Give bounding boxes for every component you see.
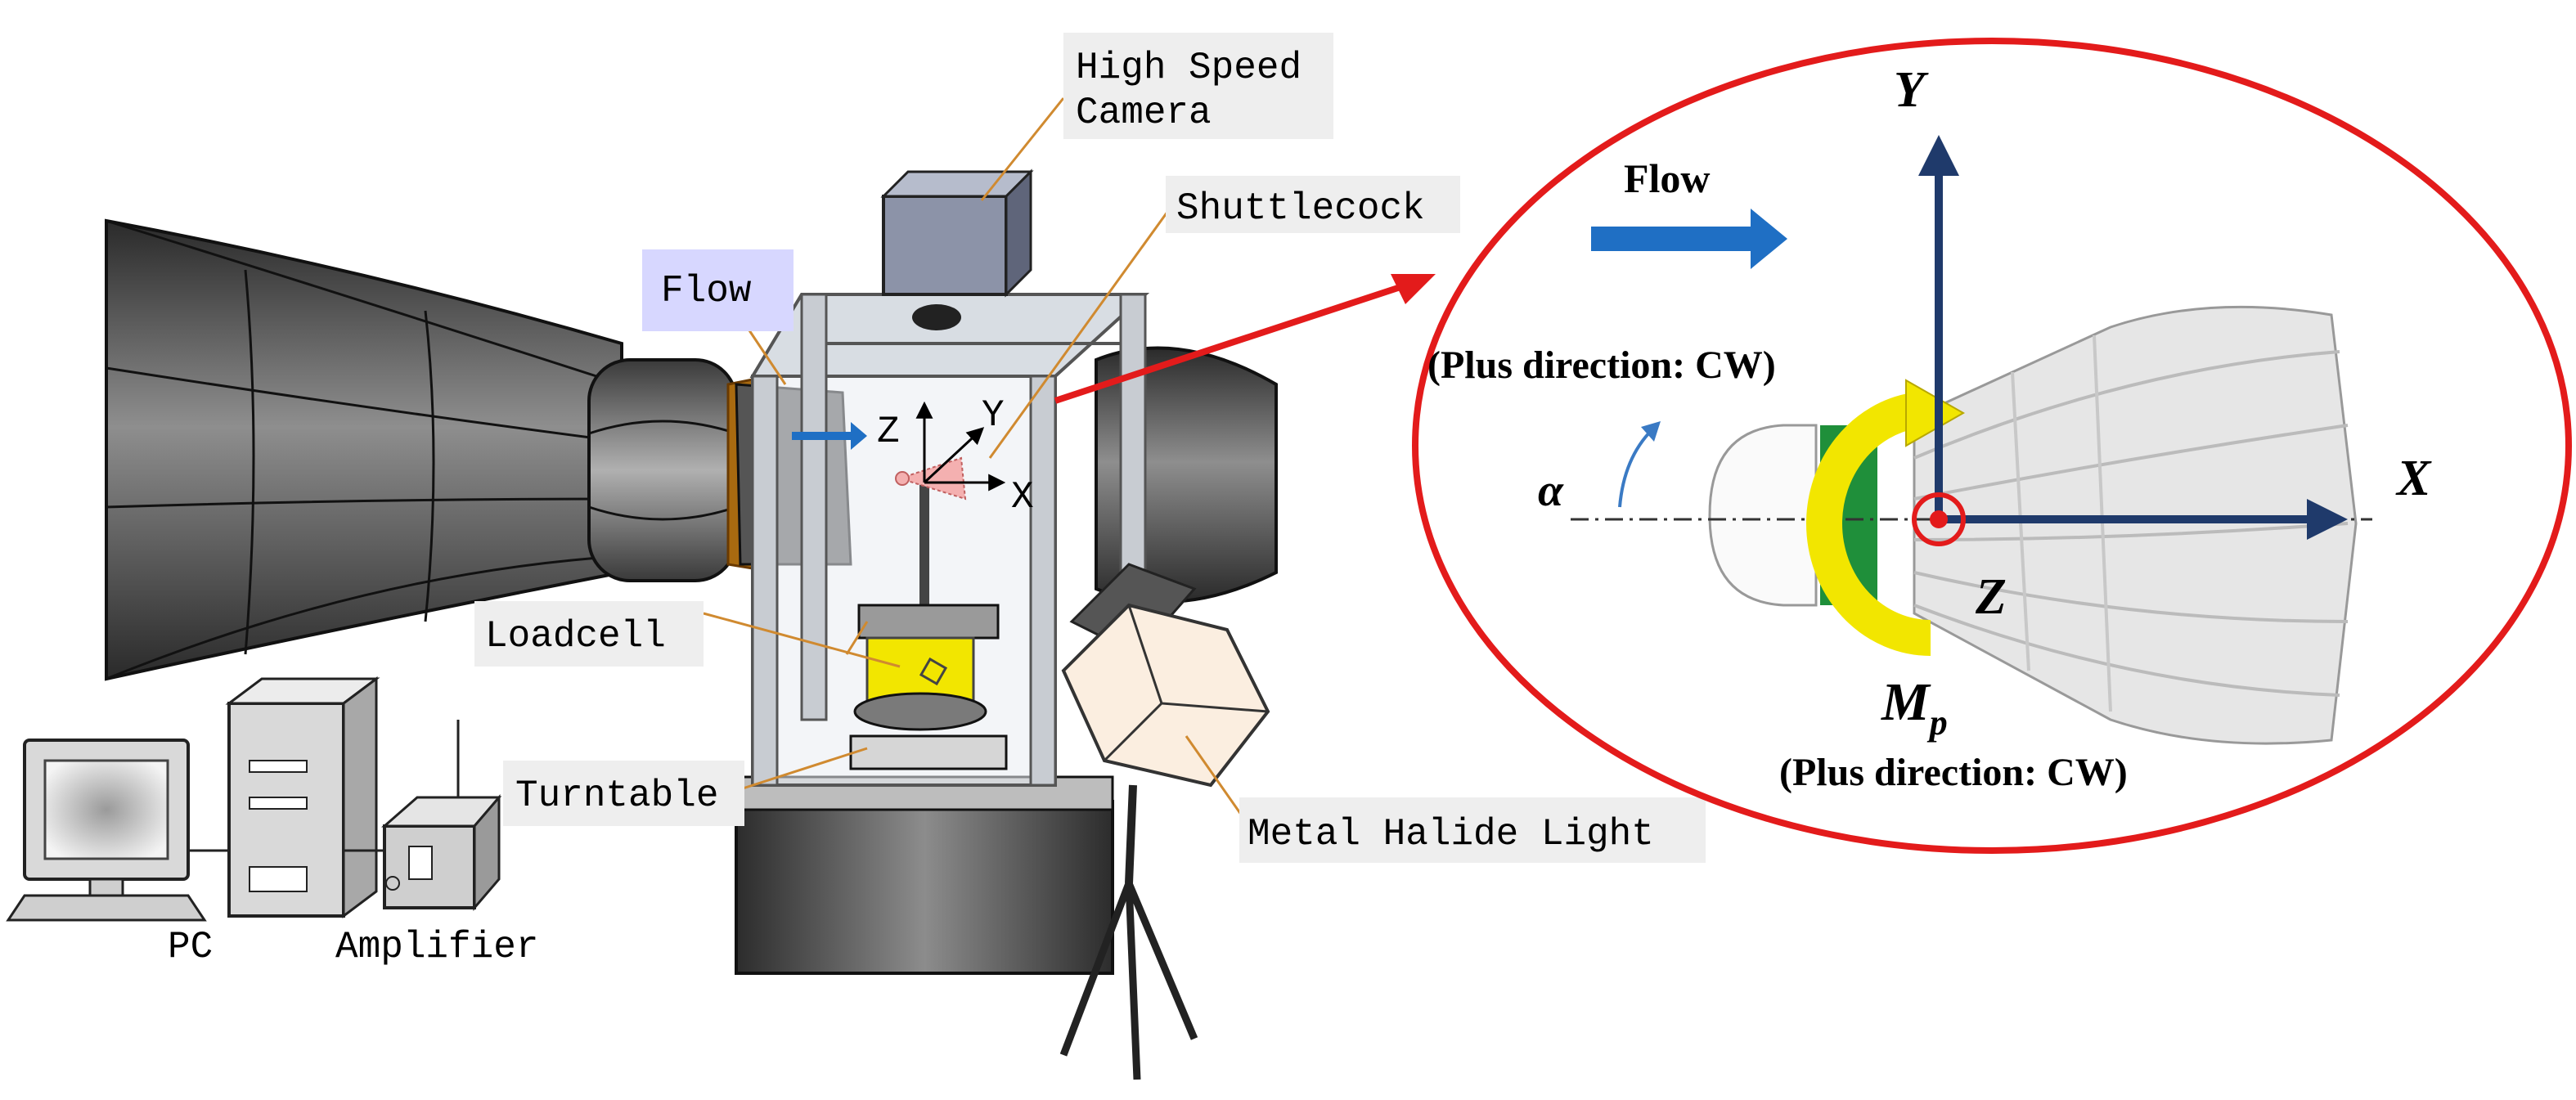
inset-flow-arrow — [1591, 209, 1787, 269]
plus-direction-bottom: (Plus direction: CW) — [1779, 751, 2128, 794]
label-shuttlecock: Shuttlecock — [1166, 176, 1460, 233]
high-speed-camera-body — [880, 168, 1034, 330]
pc-computer — [6, 676, 384, 922]
test-section-base — [735, 775, 1114, 975]
inset-detail: Flow α Y X Z (Plus direction: CW) — [1412, 38, 2572, 854]
tunnel-flow-arrow — [792, 422, 867, 450]
loadcell-label: Loadcell — [485, 615, 666, 658]
tunnel-axis-x-label: X — [1011, 476, 1034, 519]
zoom-callout-arrow — [1054, 274, 1436, 404]
tunnel-axis-y-label: Y — [982, 394, 1005, 437]
tunnel-flow-label: Flow — [661, 270, 752, 312]
inset-flow-label: Flow — [1624, 155, 1711, 201]
moment-label-main: M — [1881, 672, 1931, 732]
plus-direction-top: (Plus direction: CW) — [1427, 343, 1776, 387]
inset-axis-x-label: X — [2395, 451, 2432, 506]
label-metal-halide-light: Metal Halide Light — [1239, 797, 1706, 863]
turntable-label: Turntable — [515, 774, 718, 817]
tunnel-axis-z-label: Z — [877, 411, 900, 453]
inset-axis-z-label: Z — [1975, 569, 2007, 625]
moment-label-subscript: p — [1926, 703, 1948, 743]
origin-dot — [1930, 510, 1948, 528]
label-loadcell: Loadcell — [474, 601, 704, 667]
inset-axis-y-label: Y — [1894, 62, 1929, 118]
shuttlecock-model — [895, 456, 967, 501]
camera-label-line2: Camera — [1076, 92, 1212, 134]
amplifier-label: Amplifier — [335, 926, 538, 968]
shuttlecock-label: Shuttlecock — [1176, 187, 1425, 230]
alpha-arc — [1618, 428, 1654, 508]
metal-halide-light — [1059, 563, 1270, 1080]
moment-label: Mp — [1881, 672, 1948, 743]
label-turntable: Turntable — [503, 761, 744, 826]
origin-ring — [1912, 492, 1966, 546]
metal-halide-light-label: Metal Halide Light — [1248, 813, 1654, 855]
camera-label-line1: High Speed — [1076, 47, 1301, 89]
pc-label: PC — [168, 926, 213, 968]
alpha-label: α — [1538, 465, 1564, 516]
leader-lines — [703, 97, 1245, 819]
label-flow: Flow — [642, 249, 793, 331]
local-coordinate-axes: Z Y X — [792, 394, 1034, 519]
label-high-speed-camera: High Speed Camera — [1063, 33, 1333, 139]
sting-and-turntable — [849, 483, 1008, 770]
amplifier-unit — [381, 720, 502, 912]
